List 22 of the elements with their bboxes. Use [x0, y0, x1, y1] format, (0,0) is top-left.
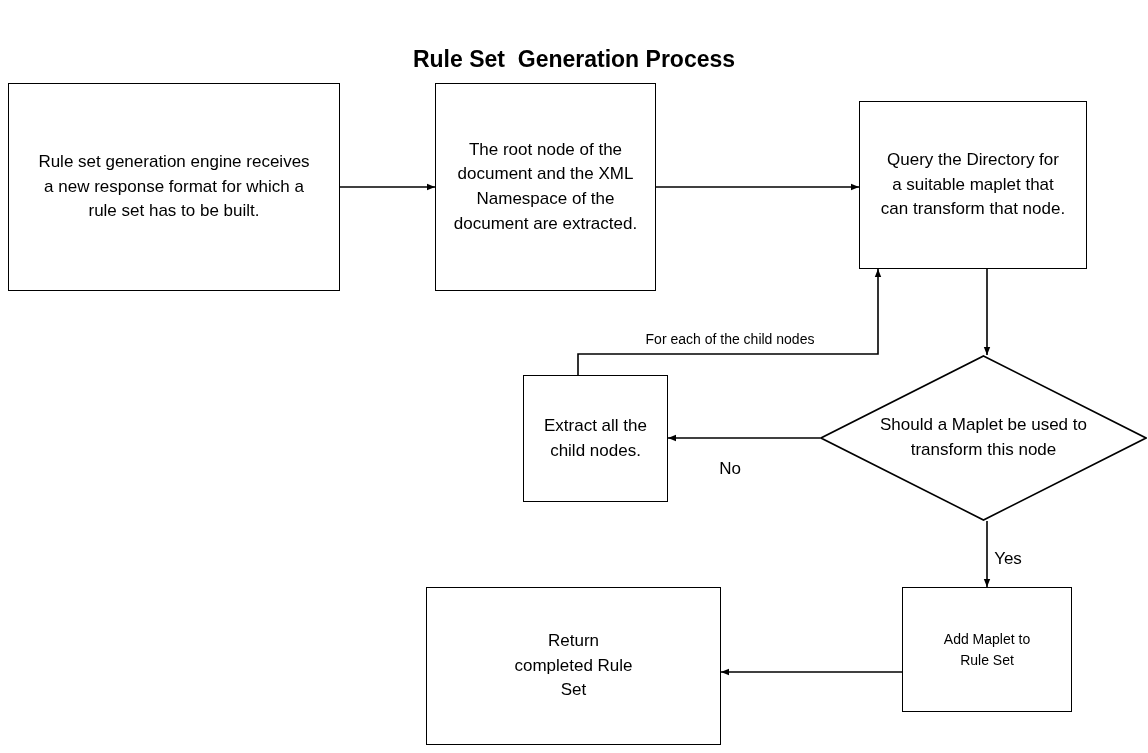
arrow — [667, 434, 821, 442]
decision-diamond — [820, 355, 1147, 521]
process-box — [426, 587, 721, 745]
arrow — [983, 268, 991, 356]
arrow — [655, 183, 860, 191]
arrow — [339, 183, 436, 191]
node-text: Should a Maplet be used to transform this node — [879, 414, 1088, 461]
process-box — [859, 101, 1087, 269]
process-box — [902, 587, 1072, 712]
process-box — [523, 375, 668, 502]
node-text: Extract all the child nodes. — [543, 414, 648, 462]
process-box — [435, 83, 656, 291]
node-text: Rule set generation engine receives a new response format for which a rule set has to be built. — [37, 151, 311, 223]
arrow — [577, 268, 882, 376]
node-text: Query the Directory for a suitable maplet that can transform that node. — [880, 149, 1066, 221]
node-text: Return completed Rule Set — [513, 630, 634, 702]
diagram-title: Rule Set Generation Process — [411, 45, 737, 74]
node-text: The root node of the document and the XML Namespace of the document are extracted. — [452, 138, 639, 235]
node-text: Add Maplet to Rule Set — [942, 630, 1032, 670]
arrow — [983, 520, 991, 588]
process-box — [8, 83, 340, 291]
arrow — [720, 668, 903, 676]
